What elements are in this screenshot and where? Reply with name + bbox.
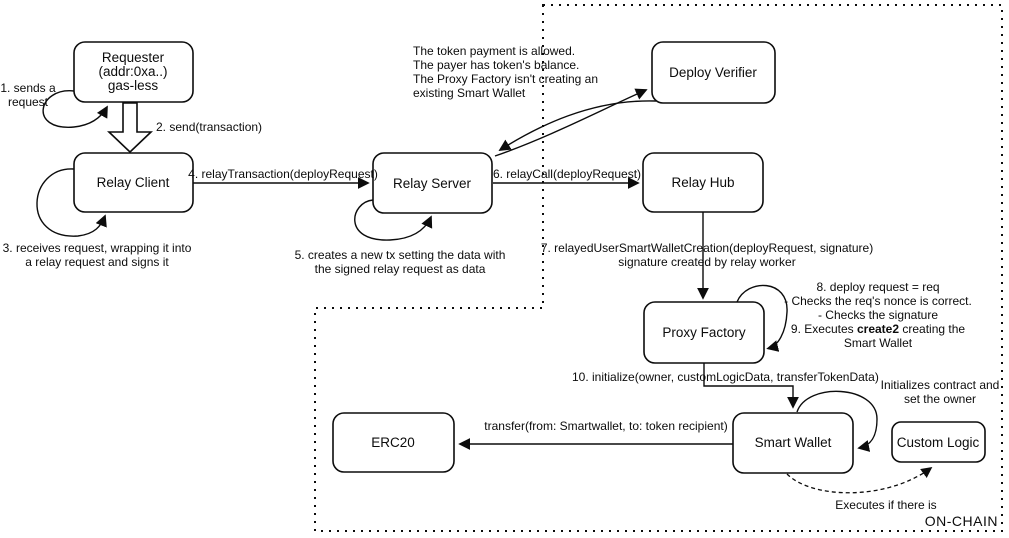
arrow-step2-block (107, 102, 153, 154)
box-requester-label-3: gas-less (108, 78, 159, 93)
onchain-boundary (314, 4, 1003, 532)
box-relay-server (372, 152, 493, 214)
box-custom-logic (891, 421, 986, 463)
box-relay-client (73, 152, 194, 213)
step1-label-line-1: 1. sends a (0, 81, 56, 95)
step8-label-line-3: - Checks the signature (818, 308, 938, 322)
verifier-note-line-1: The token payment is allowed. (413, 44, 575, 58)
box-requester-label-2: (addr:0xa..) (98, 64, 167, 79)
step3-label-line-2: a relay request and signs it (25, 255, 169, 269)
box-proxy-factory (643, 301, 765, 364)
verifier-note-line-3: The Proxy Factory isn't creating an (413, 72, 598, 86)
step5-label-line-1: 5. creates a new tx setting the data wit… (295, 248, 506, 262)
step9-text-post: creating the (899, 322, 965, 336)
step10-label: 10. initialize(owner, customLogicData, t… (572, 370, 879, 384)
box-relay-hub-label: Relay Hub (671, 175, 734, 190)
box-relay-client-label: Relay Client (97, 175, 170, 190)
box-smart-wallet-label: Smart Wallet (755, 435, 832, 450)
step9-label-line-1: 9. Executes create2 creating the (791, 322, 965, 336)
verifier-note-line-2: The payer has token's balance. (413, 58, 579, 72)
box-proxy-factory-label: Proxy Factory (662, 325, 746, 340)
initializes-note-line-1: Initializes contract and (881, 378, 1000, 392)
executes-if-label: Executes if there is (835, 498, 936, 512)
step2-label: 2. send(transaction) (156, 120, 262, 134)
step1-label-line-2: request (8, 95, 49, 109)
step6-label: 6. relayCall(deployRequest) (493, 167, 641, 181)
box-deploy-verifier-label: Deploy Verifier (669, 65, 757, 80)
arrow-from-deploy-verifier (498, 100, 657, 151)
step8-label-line-1: 8. deploy request = req (816, 280, 939, 294)
arrow-to-deploy-verifier (494, 88, 648, 157)
arrow-step1-self-loop (42, 90, 108, 128)
box-smart-wallet (732, 412, 854, 474)
box-custom-logic-label: Custom Logic (897, 435, 980, 450)
transfer-label: transfer(from: Smartwallet, to: token re… (484, 419, 727, 433)
arrow-step5-self-loop (354, 199, 433, 241)
arrow-step3-self-loop (36, 168, 107, 237)
step9-text-pre: 9. Executes (791, 322, 857, 336)
step8-label-line-2: - Checks the req's nonce is correct. (784, 294, 972, 308)
step9-create2-bold: create2 (857, 322, 899, 336)
arrow-step8-9-self-loop (736, 284, 788, 352)
step7-label-line-1: 7. relayedUserSmartWalletCreation(deploy… (541, 241, 873, 255)
box-relay-hub (642, 152, 764, 213)
arrow-step10 (703, 363, 799, 409)
box-erc20 (332, 412, 455, 473)
box-requester-label-1: Requester (102, 50, 165, 65)
step5-label-line-2: the signed relay request as data (315, 262, 486, 276)
onchain-label: ON-CHAIN (925, 513, 998, 529)
box-deploy-verifier (651, 41, 776, 104)
step3-label-line-1: 3. receives request, wrapping it into (3, 241, 192, 255)
verifier-note-line-4: existing Smart Wallet (413, 86, 526, 100)
box-relay-server-label: Relay Server (393, 176, 472, 191)
box-requester (73, 41, 194, 103)
step7-label-line-2: signature created by relay worker (618, 255, 795, 269)
arrow-executes-dashed (786, 467, 933, 494)
step9-label-line-2: Smart Wallet (844, 336, 913, 350)
step4-label: 4. relayTransaction(deployRequest) (188, 167, 378, 181)
box-erc20-label: ERC20 (371, 435, 415, 450)
arrow-smart-wallet-self-loop (796, 390, 878, 452)
initializes-note-line-2: set the owner (904, 392, 976, 406)
